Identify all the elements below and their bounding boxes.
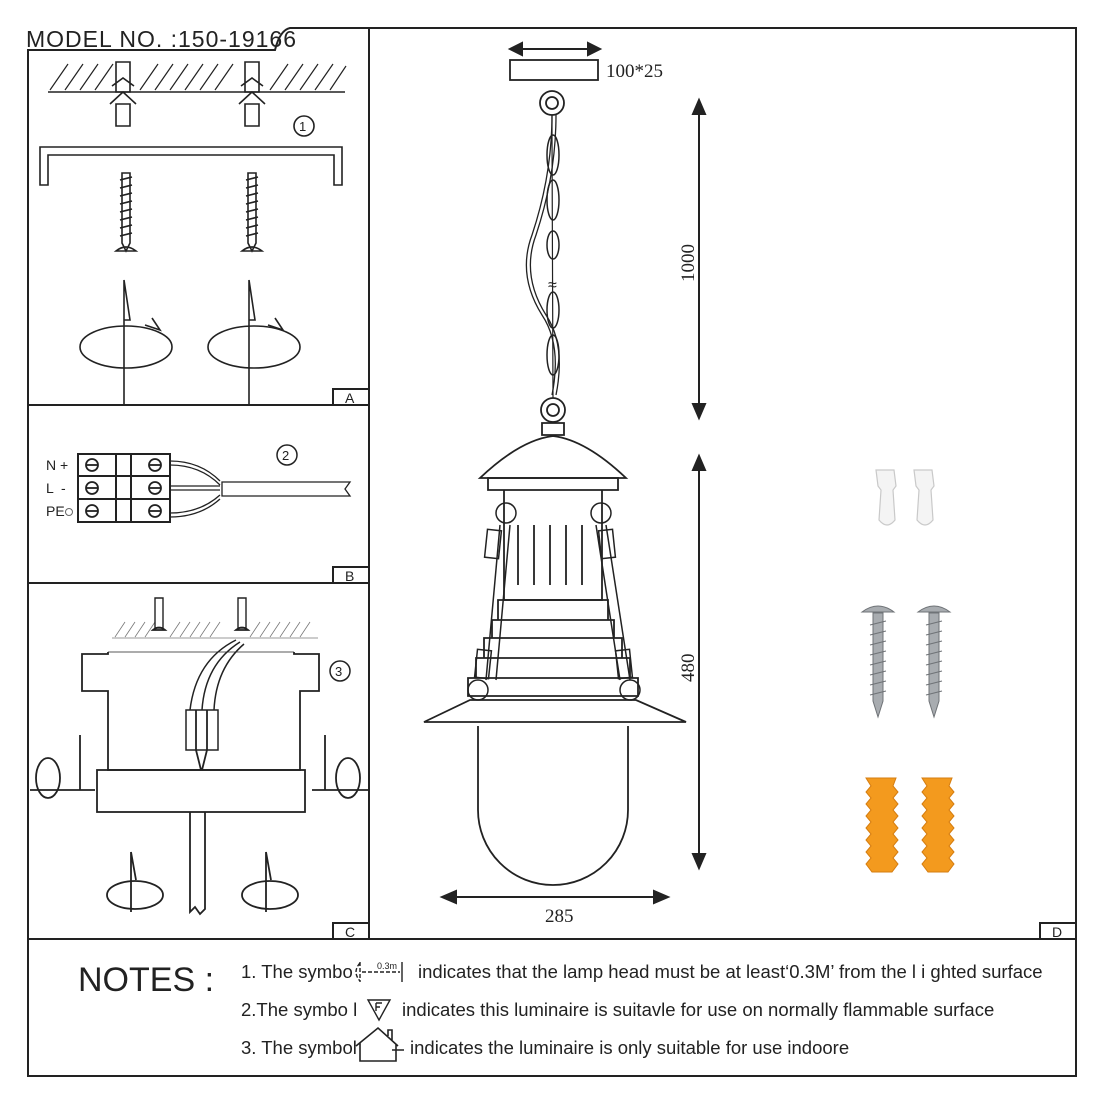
step-number-1: 1 (299, 119, 306, 134)
svg-text:≈: ≈ (548, 277, 557, 294)
step-number-3: 3 (335, 664, 342, 679)
panel-label-c: C (345, 924, 355, 940)
dimension-lines (439, 41, 707, 905)
screw-icon (239, 172, 265, 253)
screw-icon (860, 605, 952, 719)
wall-plug-icon (865, 777, 955, 873)
canopy (509, 59, 599, 81)
distance-0.3m-icon (355, 962, 403, 982)
screw-icon (113, 172, 139, 253)
wire-connector-icon (875, 469, 935, 526)
indoor-house-icon (355, 1026, 404, 1062)
note-3-prefix: 3. The symbol (241, 1037, 357, 1058)
outer-frame (27, 27, 1077, 1077)
panel-label-d: D (1052, 924, 1062, 940)
panel-label-a: A (345, 390, 355, 406)
rotate-arrow-icon (79, 279, 173, 405)
ground-icon (65, 508, 73, 516)
step-number-2: 2 (282, 448, 289, 463)
panel-a-drawing (39, 61, 347, 405)
note-2-text: indicates this luminaire is suitavle for… (402, 999, 994, 1020)
panel-label-b: B (345, 568, 354, 584)
terminal-label-pe: PE (46, 503, 65, 519)
lamp-height-dimension: 480 (678, 654, 699, 683)
rotate-arrow-icon (241, 851, 299, 912)
flammable-surface-f-icon (366, 999, 392, 1022)
model-number: MODEL NO. :150-19166 (26, 26, 297, 52)
rotate-arrow-icon (106, 851, 164, 912)
rotate-arrow-icon (312, 735, 368, 799)
rotate-arrow-icon (30, 735, 95, 799)
rotate-arrow-icon (207, 279, 301, 405)
note-3-text: indicates the luminaire is only suitable… (410, 1037, 849, 1058)
notes-title: NOTES : (78, 961, 214, 999)
terminal-block (77, 444, 352, 523)
canopy-dimension: 100*25 (606, 61, 663, 82)
cable (169, 460, 352, 518)
wall-anchor-icon (238, 61, 266, 127)
wall-anchor-icon (109, 61, 137, 127)
chain-length-dimension: 1000 (678, 244, 699, 282)
note-1-prefix: 1. The symbo (241, 961, 353, 982)
mounting-bracket (39, 146, 343, 186)
distance-icon-label: 0.3m (377, 961, 397, 971)
terminal-label-n: N + (46, 457, 68, 473)
terminal-label-l: L - (46, 480, 66, 496)
note-2-prefix: 2.The symbo l (241, 999, 357, 1020)
panel-c-drawing (30, 597, 368, 916)
lamp-diameter-dimension: 285 (545, 906, 574, 927)
note-1-text: indicates that the lamp head must be at … (418, 961, 1043, 982)
pendant-lamp-drawing: ≈ (423, 59, 687, 886)
